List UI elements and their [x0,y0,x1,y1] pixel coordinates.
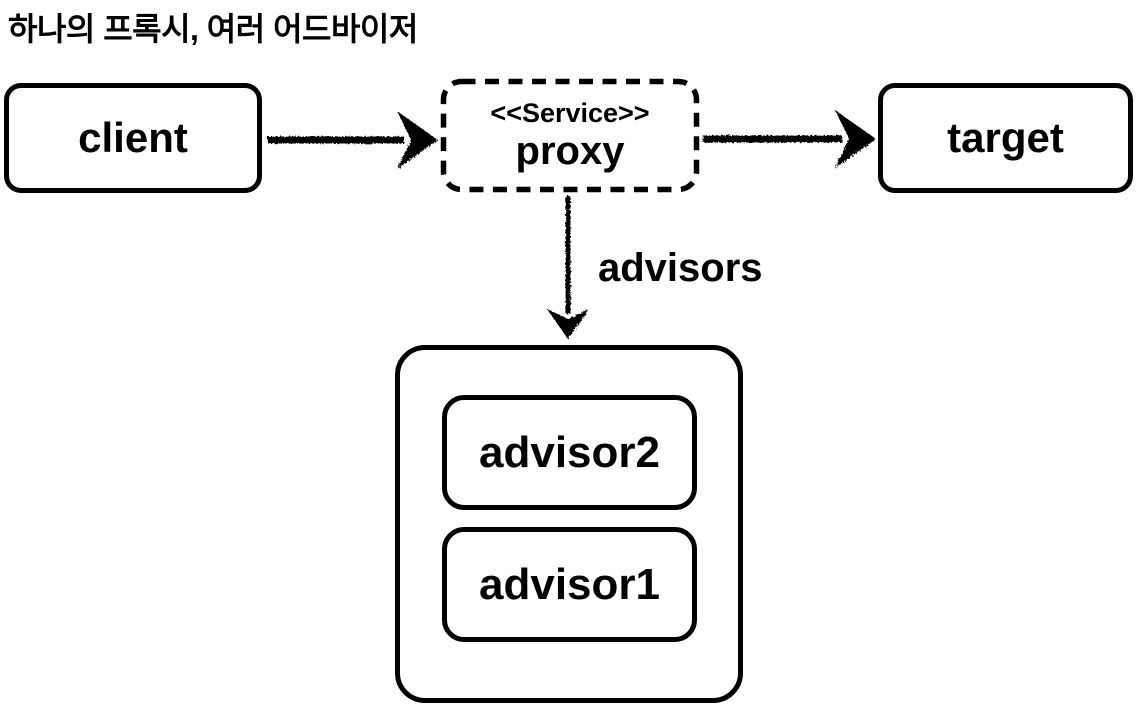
arrowhead-down-icon [547,309,589,339]
advisor1-node: advisor1 [442,527,697,642]
diagram-title: 하나의 프록시, 여러 어드바이저 [8,11,418,47]
proxy-node-label: proxy [515,128,625,173]
client-node-label: client [78,114,188,161]
arrow-proxy-to-target [703,110,876,168]
arrow-proxy-to-advisors [547,196,589,339]
advisor1-node-label: advisor1 [479,559,660,609]
advisor2-node-label: advisor2 [479,427,660,477]
proxy-node: <<Service>> proxy [441,79,699,192]
arrowhead-right-icon [397,111,438,169]
arrowhead-right-icon [835,110,876,168]
proxy-stereotype-label: <<Service>> [490,98,650,129]
arrow-client-to-proxy [267,111,438,169]
target-node-label: target [947,114,1064,161]
advisors-edge-label: advisors [598,246,763,290]
target-node: target [878,83,1133,193]
client-node: client [4,83,262,193]
advisor2-node: advisor2 [442,395,697,510]
advisors-container: advisor2 advisor1 [395,345,743,703]
